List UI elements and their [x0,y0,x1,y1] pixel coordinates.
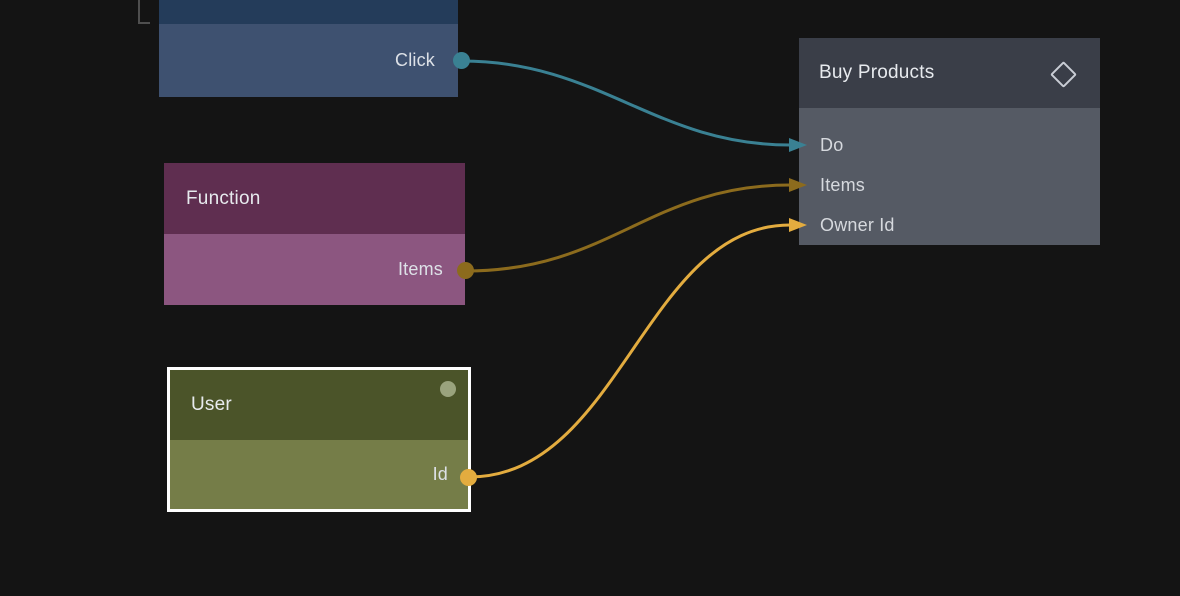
buy-products-node-title: Buy Products [819,62,935,83]
port-dot-click-output[interactable] [453,52,470,69]
port-dot-items-output[interactable] [457,262,474,279]
input-row-owner-id: Owner Id [799,205,1100,245]
port-label-click: Click [395,50,435,70]
port-dot-id-output[interactable] [460,469,477,486]
input-label-items: Items [820,174,866,195]
user-node-status-dot [440,381,456,397]
input-row-do: Do [799,125,1100,165]
user-node-header: User [170,370,468,440]
function-node-body: Items [164,234,465,305]
output-row-items: Items [164,234,465,305]
input-label-owner-id: Owner Id [820,214,895,235]
frame-corner-bracket [138,0,150,24]
function-node-header: Function [164,163,465,234]
connection-id-to-owner-id[interactable] [467,223,792,479]
connection-click-to-do[interactable] [460,59,792,147]
output-row-id: Id [170,440,468,509]
truncated-node-header [159,0,458,24]
buy-products-node-header: Buy Products [799,38,1100,108]
truncated-node[interactable]: Click [159,0,458,97]
function-node[interactable]: Function Items [164,163,465,305]
truncated-node-body: Click [159,24,458,97]
user-node-title: User [191,394,232,415]
port-label-items: Items [397,259,443,279]
connection-items-to-items[interactable] [464,183,792,273]
output-row-click: Click [159,24,458,97]
buy-products-node[interactable]: Buy Products Do Items Owner Id [799,38,1100,262]
user-node-body: Id [170,440,468,509]
diamond-icon [1050,61,1077,88]
buy-products-node-body: Do Items Owner Id [799,108,1100,245]
user-node[interactable]: User Id [167,367,471,512]
function-node-title: Function [186,187,261,209]
port-label-id: Id [432,464,448,484]
input-row-items: Items [799,165,1100,205]
input-label-do: Do [820,134,844,155]
